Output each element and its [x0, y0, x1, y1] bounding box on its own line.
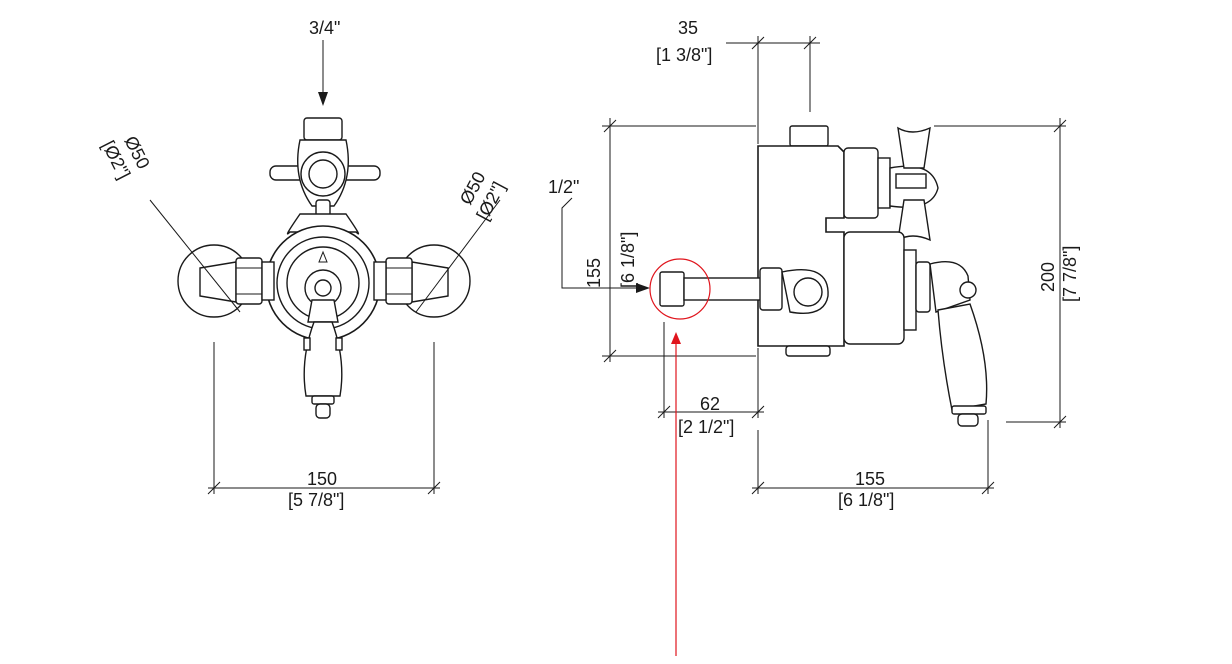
overall-height-mm: 200 — [1038, 262, 1058, 292]
left-diameter-dimension: Ø50 [Ø2"] — [98, 133, 154, 183]
outlet-height-mm: 155 — [584, 258, 604, 288]
right-wall-union — [373, 244, 471, 318]
side-view: 1/2" 35 [1 3/8"] 155 [6 1/8"] — [548, 18, 1080, 510]
outlet-highlight-circle — [649, 258, 711, 320]
overall-height-dimension: 200 [7 7/8"] — [934, 118, 1080, 429]
width-dimension: 150 [5 7/8"] — [207, 342, 441, 510]
side-body — [757, 125, 939, 357]
width-in: [5 7/8"] — [288, 490, 344, 510]
lever-projection-in: [6 1/8"] — [838, 490, 894, 510]
side-lever — [929, 261, 988, 427]
outlet-height-in: [6 1/8"] — [618, 232, 638, 288]
depth-top-in: [1 3/8"] — [656, 45, 712, 65]
outlet-height-dimension: 155 [6 1/8"] — [584, 118, 756, 363]
width-mm: 150 — [307, 469, 337, 489]
highlight-pointer-arrowhead — [671, 332, 681, 344]
right-diameter-dimension: Ø50 [Ø2"] — [456, 168, 509, 223]
front-lever — [303, 299, 343, 419]
overall-height-in: [7 7/8"] — [1060, 246, 1080, 302]
outlet-label: 1/2" — [548, 177, 579, 197]
lever-projection-dimension: 155 [6 1/8"] — [751, 420, 995, 510]
left-wall-union — [177, 244, 275, 318]
outlet-projection-dimension: 62 [2 1/2"] — [657, 322, 765, 437]
outlet-highlight-annotation — [649, 258, 711, 656]
front-view: 3/4" — [98, 18, 509, 510]
inlet-label: 3/4" — [309, 18, 340, 38]
lever-projection-mm: 155 — [855, 469, 885, 489]
top-cross-handle — [269, 117, 381, 231]
outlet-fitting — [659, 267, 829, 314]
outlet-projection-in: [2 1/2"] — [678, 417, 734, 437]
front-body — [265, 213, 381, 341]
depth-top-dimension: 35 [1 3/8"] — [656, 18, 820, 144]
depth-top-mm: 35 — [678, 18, 698, 38]
outlet-projection-mm: 62 — [700, 394, 720, 414]
